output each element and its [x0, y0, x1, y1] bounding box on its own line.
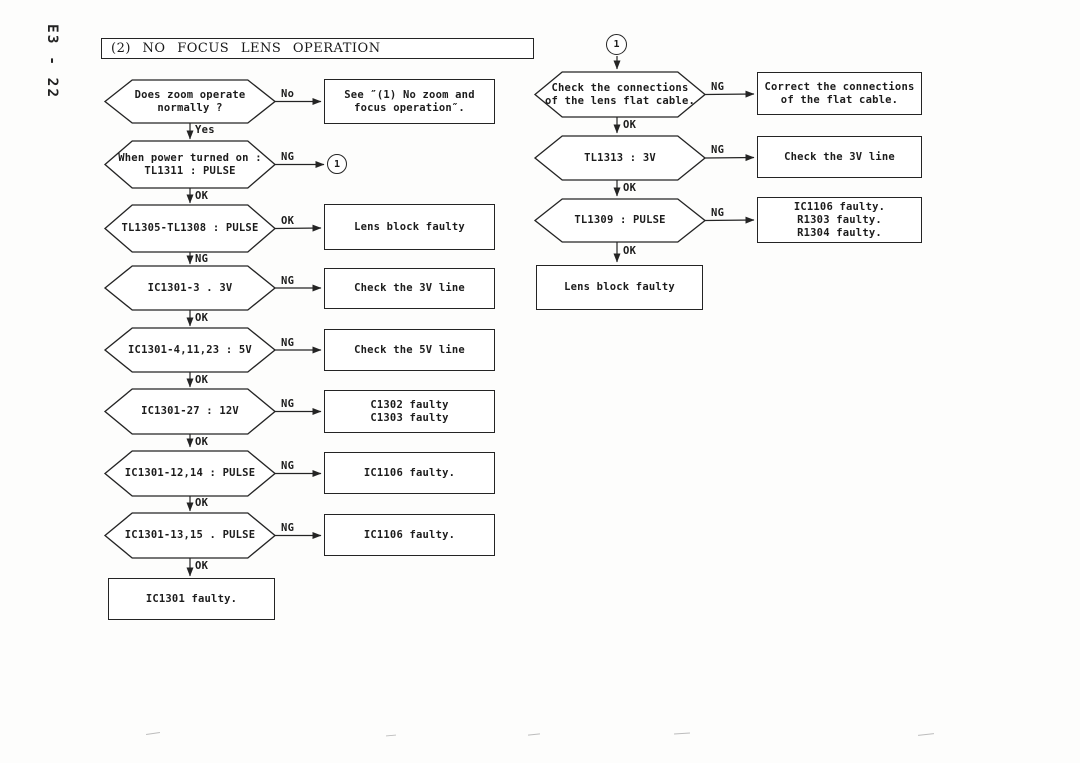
decision-text: TL1313 : 3V: [584, 151, 656, 164]
result-ic1106-r1303-r1304-faulty: IC1106 faulty. R1303 faulty. R1304 fault…: [757, 197, 922, 243]
decision-tl1309-pulse: TL1309 : PULSE: [535, 199, 705, 242]
branch-label-ng: NG: [281, 398, 295, 410]
result-ic1301-faulty: IC1301 faulty.: [108, 578, 275, 620]
result-c1302-c1303-faulty: C1302 faulty C1303 faulty: [324, 390, 495, 433]
decision-ic1301-13-15-pulse: IC1301-13,15 . PULSE: [105, 513, 275, 558]
result-text: Correct the connections of the flat cabl…: [764, 80, 915, 106]
offpage-connector-1-entry: 1: [606, 34, 627, 55]
result-text: Check the 5V line: [354, 343, 465, 356]
branch-label-ok: OK: [195, 312, 209, 324]
decision-tl1313-3v: TL1313 : 3V: [535, 136, 705, 180]
decision-text: TL1305-TL1308 : PULSE: [121, 222, 259, 234]
decision-ic1301-12-14-pulse: IC1301-12,14 : PULSE: [105, 451, 275, 496]
decision-text: Does zoom operate normally ?: [134, 88, 246, 114]
result-check-5v-line: Check the 5V line: [324, 329, 495, 371]
result-text: IC1301 faulty.: [145, 592, 238, 605]
offpage-connector-1: 1: [327, 154, 347, 174]
branch-label-ok: OK: [195, 374, 209, 386]
decision-lens-flat-cable-connections: Check the connections of the lens flat c…: [535, 72, 705, 117]
result-ic1106-faulty-2: IC1106 faulty.: [324, 514, 495, 556]
branch-label-ng: NG: [711, 144, 725, 156]
result-check-3v-line: Check the 3V line: [324, 268, 495, 309]
connector-number: 1: [613, 39, 620, 50]
result-text: IC1106 faulty.: [363, 528, 456, 541]
decision-text: IC1301-12,14 : PULSE: [124, 467, 256, 479]
branch-label-ng: NG: [281, 275, 295, 287]
decision-text: When power turned on : TL1311 : PULSE: [118, 151, 262, 177]
branch-label-ok: OK: [195, 436, 209, 448]
branch-label-no: No: [281, 88, 295, 100]
result-text: Check the 3V line: [354, 282, 465, 294]
branch-label-ng: NG: [711, 81, 725, 93]
result-text: C1302 faulty C1303 faulty: [370, 398, 449, 424]
decision-ic1301-27-12v: IC1301-27 : 12V: [105, 389, 275, 434]
result-ic1106-faulty-1: IC1106 faulty.: [324, 452, 495, 494]
decision-text: Check the connections of the lens flat c…: [545, 81, 695, 107]
result-text: Lens block faulty: [564, 281, 675, 293]
result-text: IC1106 faulty.: [363, 466, 456, 479]
section-title-text: (2) NO FOCUS LENS OPERATION: [111, 41, 381, 56]
decision-ic1301-3-3v: IC1301-3 . 3V: [105, 266, 275, 310]
decision-text: IC1301-3 . 3V: [147, 281, 233, 294]
branch-label-ng: NG: [195, 253, 209, 265]
branch-label-ok: OK: [623, 245, 637, 257]
decision-text: IC1301-13,15 . PULSE: [124, 529, 256, 541]
branch-label-ng: NG: [281, 460, 295, 472]
result-text: IC1106 faulty. R1303 faulty. R1304 fault…: [793, 200, 886, 239]
decision-ic1301-4-11-23-5v: IC1301-4,11,23 : 5V: [105, 328, 275, 372]
decision-text: TL1309 : PULSE: [574, 214, 666, 226]
result-see-no-zoom-section: See ″(1) No zoom and focus operation″.: [324, 79, 495, 124]
branch-label-ok: OK: [281, 215, 295, 227]
decision-text: IC1301-27 : 12V: [141, 405, 239, 417]
decision-tl1305-tl1308-pulse: TL1305-TL1308 : PULSE: [105, 205, 275, 252]
result-text: Lens block faulty: [354, 220, 465, 233]
result-check-3v-line-right: Check the 3V line: [757, 136, 922, 178]
result-correct-flat-cable: Correct the connections of the flat cabl…: [757, 72, 922, 115]
result-text: See ″(1) No zoom and focus operation″.: [344, 88, 475, 114]
branch-label-yes: Yes: [195, 124, 215, 136]
branch-label-ng: NG: [281, 522, 295, 534]
section-title: (2) NO FOCUS LENS OPERATION: [101, 38, 534, 59]
decision-text: IC1301-4,11,23 : 5V: [128, 343, 252, 356]
result-text: Check the 3V line: [784, 150, 895, 163]
connector-number: 1: [333, 158, 341, 170]
branch-label-ng: NG: [281, 151, 295, 163]
branch-label-ok: OK: [195, 497, 209, 509]
branch-label-ok: OK: [623, 119, 637, 131]
branch-label-ok: OK: [195, 560, 209, 572]
page-code: E3 - 22: [44, 24, 60, 100]
branch-label-ng: NG: [281, 337, 295, 349]
decision-tl1311-pulse: When power turned on : TL1311 : PULSE: [105, 141, 275, 188]
branch-label-ok: OK: [623, 182, 637, 194]
branch-label-ok: OK: [195, 190, 209, 202]
branch-label-ng: NG: [711, 207, 725, 219]
result-lens-block-faulty-right: Lens block faulty: [536, 265, 703, 310]
decision-zoom-operates-normally: Does zoom operate normally ?: [105, 80, 275, 123]
result-lens-block-faulty: Lens block faulty: [324, 204, 495, 250]
